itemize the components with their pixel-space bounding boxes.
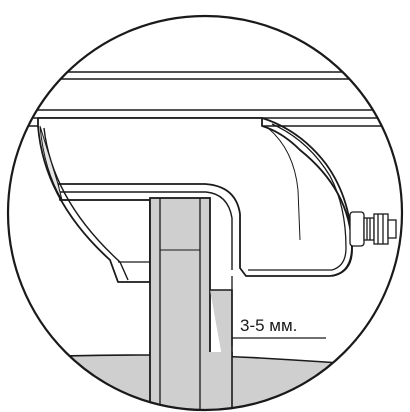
- bracket-right-inner-2: [267, 127, 301, 241]
- screw-tip: [387, 219, 397, 239]
- screw-body: [363, 217, 375, 241]
- bracket-right-inner: [248, 123, 347, 271]
- bracket-left-wing-inner: [43, 127, 129, 281]
- magnifier-circle-border: [6, 14, 404, 412]
- gap-dimension-label: 3-5 мм.: [240, 316, 297, 335]
- bracket-left-body: [37, 117, 353, 283]
- bracket-ledge: [60, 191, 233, 270]
- screw-base: [349, 211, 365, 247]
- gap-dimension: [231, 276, 326, 346]
- fastener-screw: [349, 211, 397, 247]
- bracket-right-profile: [261, 117, 353, 277]
- screw-head: [373, 213, 389, 245]
- post-floor-joint: [150, 352, 232, 410]
